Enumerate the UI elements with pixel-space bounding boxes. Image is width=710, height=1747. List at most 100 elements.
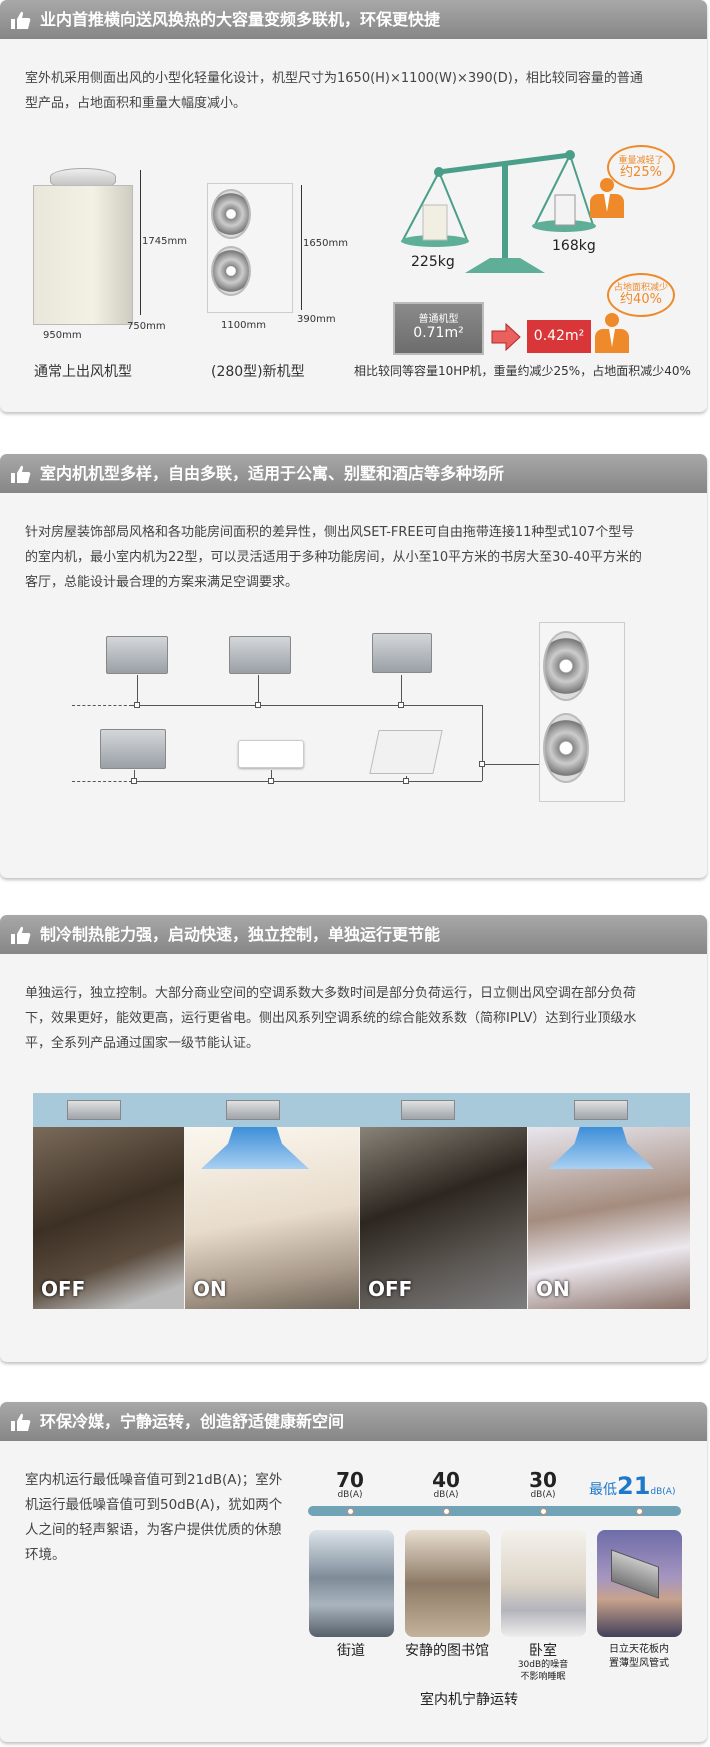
noise-level-21: 最低21dB(A) (589, 1472, 675, 1500)
ducted-unit-icon (401, 1100, 455, 1120)
new-unit-height: 1650mm (303, 238, 348, 249)
joint-node (255, 702, 261, 708)
section-header: 环保冷媒，宁静运转，创造舒适健康新空间 (0, 1402, 707, 1441)
arrow-right-icon (491, 323, 521, 351)
pipe-line (401, 675, 402, 705)
new-area-box: 0.42m² (527, 320, 591, 353)
ducted-indoor-unit (100, 729, 166, 769)
thumbs-up-icon (11, 926, 31, 944)
duct-unit-photo (597, 1530, 682, 1637)
body-line: 室外机采用侧面出风的小型化轻量化设计，机型尺寸为1650(H)×1100(W)×… (25, 71, 643, 86)
scale-marker (635, 1507, 644, 1516)
thumbs-up-icon (11, 465, 31, 483)
ducted-indoor-unit (229, 636, 291, 674)
pipe-line (482, 705, 483, 781)
pipe-line (271, 770, 272, 781)
noise-value: 30 (529, 1468, 557, 1492)
status-label: OFF (41, 1277, 86, 1301)
fan-icon (543, 713, 589, 783)
section-header: 制冷制热能力强，启动快速，独立控制，单独运行更节能 (0, 915, 707, 954)
dimension-line (301, 185, 302, 310)
street-photo (309, 1530, 394, 1637)
library-label: 安静的图书馆 (405, 1643, 489, 1659)
body-line: 平，全系列产品通过国家一级节能认证。 (25, 1036, 260, 1051)
library-photo (405, 1530, 490, 1637)
thumbs-up-icon (11, 11, 31, 29)
pipe-line (137, 675, 138, 705)
joint-node (403, 778, 409, 784)
bubble-value: 约40% (620, 292, 662, 307)
ducted-unit-icon (611, 1549, 659, 1599)
old-unit-depth: 750mm (127, 321, 166, 332)
body-line: 人之间的轻声絮语，为客户提供优质的休憩 (25, 1522, 282, 1538)
pipe-line (482, 764, 540, 765)
joint-node (131, 778, 137, 784)
pipe-line (132, 781, 482, 782)
section-body: 室外机采用侧面出风的小型化轻量化设计，机型尺寸为1650(H)×1100(W)×… (25, 66, 685, 116)
room-photo-off: OFF (360, 1127, 527, 1309)
room-photo-on: ON (185, 1127, 359, 1309)
old-unit-height: 1745mm (142, 236, 187, 247)
bedroom-photo (501, 1530, 586, 1637)
ducted-unit-icon (226, 1100, 280, 1120)
noise-value: 70 (336, 1468, 364, 1492)
joint-node (398, 702, 404, 708)
thumbs-up-icon (11, 1413, 31, 1431)
new-unit-label: (280型)新机型 (211, 364, 305, 380)
body-line: 机运行最低噪音值可到50dB(A)，犹如两个 (25, 1497, 283, 1513)
ducted-unit-icon (67, 1100, 121, 1120)
product-label: 置薄型风管式 (609, 1658, 669, 1669)
dashed-line (72, 705, 132, 706)
joint-node (134, 702, 140, 708)
pipe-line (258, 675, 259, 705)
section-title: 环保冷媒，宁静运转，创造舒适健康新空间 (40, 1412, 345, 1431)
section-title: 室内机机型多样，自由多联，适用于公寓、别墅和酒店等多种场所 (40, 464, 505, 483)
status-label: ON (193, 1277, 227, 1301)
fan-icon (211, 189, 251, 239)
section-title: 业内首推横向送风换热的大容量变频多联机，环保更快捷 (40, 10, 441, 29)
ducted-indoor-unit (372, 633, 432, 673)
body-line: 客厅，总能设计最合理的方案来满足空调要求。 (25, 575, 299, 590)
scale-marker (539, 1507, 548, 1516)
airflow-icon (201, 1127, 309, 1169)
section-body: 室内机运行最低噪音值可到21dB(A)；室外 机运行最低噪音值可到50dB(A)… (25, 1468, 295, 1568)
noise-unit: dB(A) (337, 1490, 363, 1500)
noise-scale-bar (308, 1506, 681, 1516)
noise-unit: dB(A) (650, 1487, 676, 1497)
room-photo-on: ON (528, 1127, 690, 1309)
dimension-line (140, 170, 141, 315)
product-label: 日立天花板内 (609, 1644, 669, 1655)
body-line: 室内机运行最低噪音值可到21dB(A)；室外 (25, 1472, 283, 1488)
old-area-box: 普通机型 0.71m² (393, 302, 484, 355)
section-body: 单独运行，独立控制。大部分商业空间的空调系数大多数时间是部分负荷运行，日立侧出风… (25, 981, 685, 1056)
bubble-text: 重量减轻了 (618, 156, 664, 166)
status-label: OFF (368, 1277, 413, 1301)
bedroom-note: 不影响睡眠 (520, 1672, 566, 1682)
body-line: 针对房屋装饰部局风格和各功能房间面积的差异性，侧出风SET-FREE可自由拖带连… (25, 525, 635, 540)
balance-scale-icon (401, 150, 596, 273)
old-area-value: 0.71m² (413, 325, 464, 341)
person-icon (595, 313, 629, 353)
joint-node (479, 761, 485, 767)
new-unit-depth: 390mm (297, 314, 336, 325)
wall-mounted-unit (238, 740, 304, 768)
fan-icon (543, 631, 589, 701)
airflow-icon (548, 1127, 654, 1169)
street-label: 街道 (337, 1643, 365, 1659)
noise-unit: dB(A) (530, 1490, 556, 1500)
weight-bubble: 重量减轻了约25% (607, 145, 675, 190)
section-header: 室内机机型多样，自由多联，适用于公寓、别墅和酒店等多种场所 (0, 454, 707, 493)
noise-unit: dB(A) (433, 1490, 459, 1500)
body-line: 环境。 (25, 1547, 66, 1563)
fan-icon (211, 246, 251, 296)
body-line: 型产品，占地面积和重量大幅度减小。 (25, 96, 247, 111)
noise-value: 21 (617, 1472, 651, 1500)
joint-node (268, 778, 274, 784)
bedroom-label: 卧室 (529, 1643, 557, 1659)
comparison-caption: 相比较同等容量10HP机，重量约减少25%，占地面积减少40% (354, 364, 691, 378)
body-line: 下，效果更好，能效更高，运行更省电。侧出风系列空调系统的综合能效系数（简称IPL… (25, 1011, 637, 1026)
outdoor-unit-image (539, 622, 625, 802)
body-line: 的室内机，最小室内机为22型，可以灵活适用于多种功能房间，从小至10平方米的书房… (25, 550, 642, 565)
